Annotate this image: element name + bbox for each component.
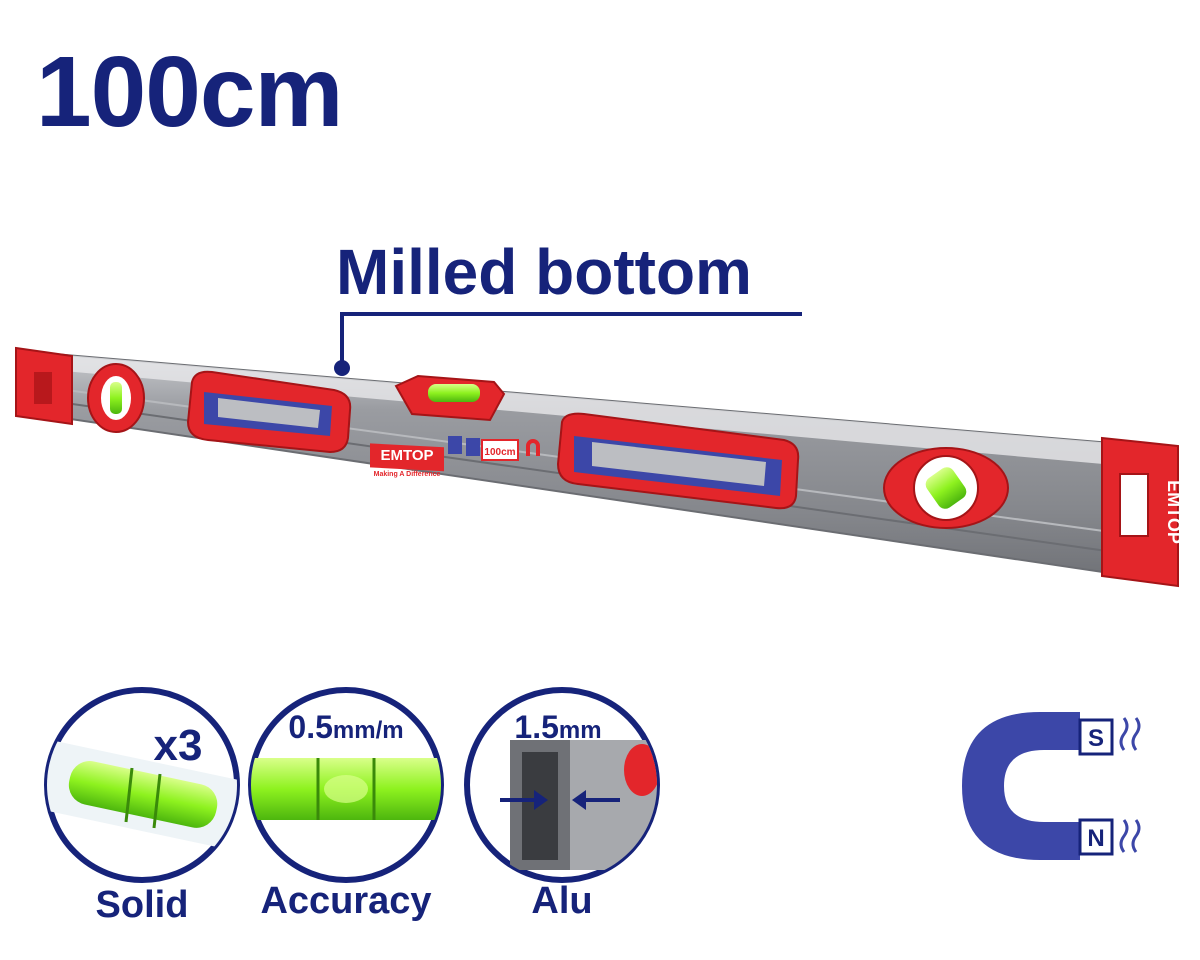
callout-leader [334,312,802,376]
alu-thickness-value: 1.5 [514,709,558,745]
feature-label-solid: Solid [95,884,189,926]
brand-slogan: Making A Difference [374,471,441,478]
magnet-badge-icon [526,439,540,456]
accuracy-unit: mm/m [333,717,404,744]
end-cap-brand: EMTOP [1164,480,1184,544]
left-vial-window [87,363,145,433]
magnet-icon: S N [962,712,1141,860]
brand-label: EMTOP Making A Difference 100cm [370,436,540,478]
accuracy-value: 0.5 [288,709,332,745]
left-handle [186,370,352,454]
headline-size: 100cm [36,36,343,148]
feature-label-alu: Alu [531,880,593,922]
spirit-level: EMTOP EMTOP Making A Difference 10 [15,346,1184,588]
center-vial [394,374,506,422]
right-handle [556,412,800,510]
left-end-cap [15,346,73,426]
magnet-pole-n: N [1087,825,1104,852]
brand-name: EMTOP [380,447,433,464]
alu-thickness-unit: mm [559,717,602,744]
bubble-vial-icon [68,761,218,828]
feature-solid-badge: x3 [44,687,240,883]
right-end-cap: EMTOP [1101,436,1184,588]
size-tag: 100cm [484,447,515,458]
right-vial-window [883,447,1009,529]
svg-text:1.5mm: 1.5mm [514,709,601,745]
magnet-pole-s: S [1088,725,1104,752]
feature-alu-badge: 1.5mm [464,687,660,883]
callout-milled-bottom: Milled bottom [336,236,752,308]
aluminum-profile-icon [500,740,657,870]
svg-text:0.5mm/m: 0.5mm/m [288,709,403,745]
feature-label-accuracy: Accuracy [260,880,432,922]
solid-count-badge: x3 [154,721,203,770]
feature-accuracy-badge: 0.5mm/m [248,687,444,883]
